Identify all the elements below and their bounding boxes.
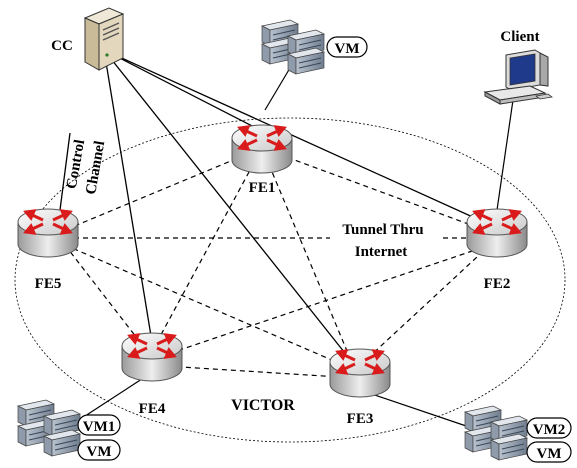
tunnel-fe2-fe4 (149, 244, 491, 361)
router-icon (120, 331, 184, 383)
tunnel-label-line1: Tunnel Thru (342, 222, 423, 238)
tunnel-fe2-fe3 (354, 244, 491, 371)
router-icon (328, 347, 392, 399)
vm-group-top: VM (261, 19, 368, 75)
router-label-fe1: FE1 (249, 180, 276, 196)
server-icon (83, 7, 125, 71)
tunnel-fe4-fe3 (149, 364, 356, 379)
vm-left-tag-label: VM (87, 444, 112, 460)
vm-group-right: VM2 VM (464, 405, 572, 463)
vm-group-left: VM1 VM (17, 399, 121, 461)
router-fe1: FE1 (230, 123, 294, 196)
victor-label: VICTOR (231, 397, 295, 414)
server-rack-icon (17, 399, 81, 457)
link-fe4-vm-left (81, 374, 149, 419)
client-computer: Client (483, 29, 553, 105)
tunnel-fe1-fe3 (261, 147, 356, 371)
router-icon (16, 207, 80, 259)
vm-right-tag-label: VM (537, 446, 562, 462)
tunnel-label-line2: Internet (355, 244, 408, 260)
router-fe5: FE5 (16, 207, 80, 292)
server-rack-icon (261, 19, 325, 75)
vm2-tag-label: VM2 (533, 422, 566, 438)
vm1-tag-label: VM1 (83, 419, 116, 435)
server-rack-icon (464, 405, 528, 461)
vm-tag-box (326, 36, 368, 58)
router-label-fe4: FE4 (139, 401, 166, 417)
control-channel-lines (59, 49, 498, 373)
vm-tag-label: VM (335, 41, 360, 57)
router-label-fe5: FE5 (35, 276, 62, 292)
link-cc-fe1 (103, 49, 261, 131)
link-fe1-vm-top (264, 67, 291, 111)
controller-label: CC (51, 38, 73, 54)
link-cc-fe3 (103, 49, 361, 373)
control-channel-label: Control Channel (64, 138, 108, 195)
vm-right-tag-box (526, 441, 572, 463)
access-links (81, 67, 514, 431)
client-label: Client (500, 29, 539, 45)
cc-server: CC (51, 7, 125, 71)
router-label-fe3: FE3 (347, 411, 374, 427)
router-fe2: FE2 (465, 207, 529, 292)
link-fe3-vm-right (359, 389, 479, 431)
router-label-fe2: FE2 (484, 276, 511, 292)
tunnel-fe1-fe2 (261, 147, 491, 233)
tunnel-fe1-fe4 (149, 147, 263, 356)
tunnel-fe5-fe3 (64, 244, 356, 371)
link-cc-fe4 (103, 49, 153, 343)
router-icon (465, 207, 529, 259)
link-fe2-client (496, 99, 514, 211)
link-cc-fe2 (103, 49, 498, 229)
victor-domain-boundary (14, 117, 566, 443)
vm-left-tag-box (77, 439, 121, 461)
router-icon (230, 123, 294, 175)
router-fe4: FE4 (120, 331, 184, 417)
link-cc-fe5 (59, 132, 71, 211)
router-fe3: FE3 (328, 347, 392, 427)
vm2-tag-box (526, 417, 572, 439)
computer-icon (483, 49, 553, 105)
vm1-tag-box (77, 414, 121, 436)
tunnel-label: Tunnel Thru Internet (330, 215, 442, 261)
